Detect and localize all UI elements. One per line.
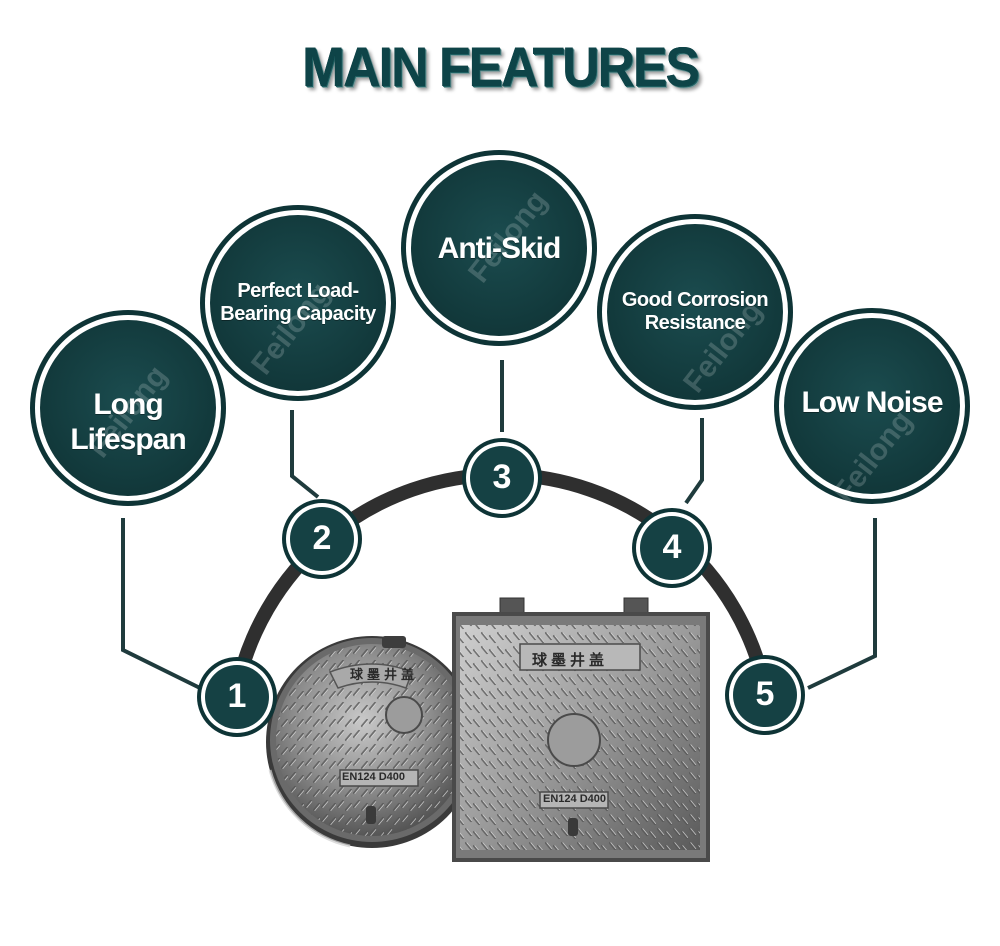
feature-number-2: 2 (312, 519, 332, 557)
round-manhole-cover (266, 636, 478, 848)
square-cover-plate-text: 球墨井盖 (532, 652, 609, 669)
feature-circle-4 (597, 214, 793, 410)
square-manhole-cover (452, 597, 710, 862)
number-circle-1 (197, 657, 277, 737)
feature-label-long-lifespan: Long Lifespan (70, 388, 186, 456)
feature-circle-5 (774, 308, 970, 504)
round-cover-plate-text: 球墨井盖 (350, 667, 419, 682)
feature-circle-2 (200, 205, 396, 401)
page-title: MAIN FEATURES (302, 35, 700, 98)
connector-1 (121, 518, 201, 690)
connector-5 (807, 518, 877, 690)
feature-label-load-bearing: Perfect Load- Bearing Capacity (220, 280, 376, 325)
number-circle-4 (632, 508, 712, 588)
feature-number-5: 5 (755, 675, 775, 713)
feature-number-1: 1 (227, 677, 247, 715)
feature-circle-3 (401, 150, 597, 346)
feature-label-anti-skid: Anti-Skid (437, 232, 562, 265)
feature-number-4: 4 (662, 528, 682, 566)
feature-label-low-noise: Low Noise (801, 386, 943, 419)
number-circle-3 (462, 438, 542, 518)
connector-2 (290, 410, 320, 499)
feature-circle-1 (30, 310, 226, 506)
feature-label-corrosion: Good Corrosion Resistance (621, 289, 769, 334)
round-cover-spec-text: EN124 D400 (342, 771, 405, 783)
number-circle-5 (725, 655, 805, 735)
connectors (121, 360, 877, 690)
connector-4 (684, 418, 704, 505)
square-cover-spec-text: EN124 D400 (543, 793, 606, 805)
feature-number-3: 3 (492, 458, 512, 496)
number-circle-2 (282, 499, 362, 579)
